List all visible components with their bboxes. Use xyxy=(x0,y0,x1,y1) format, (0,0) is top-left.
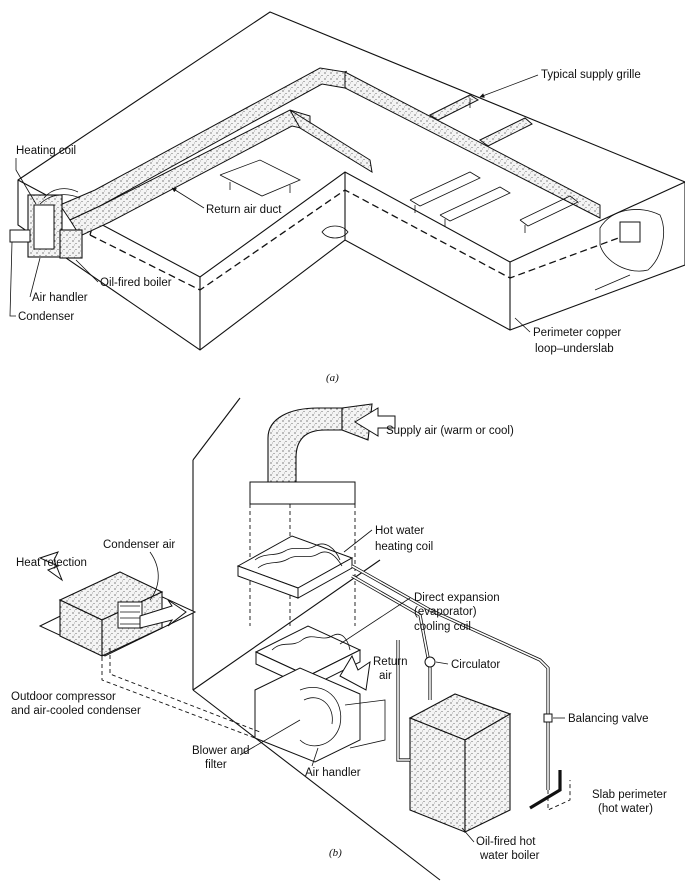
label-dx-coil-2: (evaporator) xyxy=(414,606,477,618)
exploded-guides xyxy=(249,504,356,626)
outdoor-condensing-unit xyxy=(38,551,197,657)
label-slab-perimeter-2: (hot water) xyxy=(598,803,653,815)
label-dx-coil-1: Direct expansion xyxy=(414,592,500,604)
circulator-pump xyxy=(424,656,436,668)
hot-water-piping xyxy=(351,564,562,810)
label-outdoor-unit-2: and air-cooled condenser xyxy=(11,705,141,717)
hot-water-heating-coil xyxy=(236,535,354,599)
label-return-air-2: air xyxy=(379,670,392,682)
label-condenser: Condenser xyxy=(18,311,74,323)
label-return-air-duct: Return air duct xyxy=(206,204,282,216)
supply-air-elbow xyxy=(249,403,396,505)
access-hatch xyxy=(321,225,349,239)
label-boiler-1: Oil-fired hot xyxy=(476,836,536,848)
label-slab-perimeter-1: Slab perimeter xyxy=(592,789,667,801)
supply-grille-branches xyxy=(219,98,579,233)
label-blower-2: filter xyxy=(205,759,227,771)
label-dx-coil-3: cooling coil xyxy=(414,621,471,633)
label-perimeter-loop-1: Perimeter copper xyxy=(533,327,621,339)
diagram-b: Supply air (warm or cool) Hot water heat… xyxy=(11,397,667,881)
oil-fired-boiler xyxy=(408,693,512,833)
label-hot-water-coil-2: heating coil xyxy=(375,541,433,553)
label-oil-fired-boiler: Oil-fired boiler xyxy=(100,277,172,289)
label-typical-supply-grille: Typical supply grille xyxy=(541,69,641,81)
label-air-handler: Air handler xyxy=(32,292,88,304)
refrigerant-line-2 xyxy=(109,648,261,733)
label-boiler-2: water boiler xyxy=(479,850,540,862)
caption-b: (b) xyxy=(329,847,342,859)
equipment-cluster xyxy=(9,188,83,259)
air-handler-unit xyxy=(254,654,386,763)
room-walls xyxy=(192,397,441,881)
label-supply-air: Supply air (warm or cool) xyxy=(386,425,514,437)
label-blower-1: Blower and xyxy=(192,745,250,757)
slab-perimeter-loop xyxy=(547,780,571,811)
label-air-handler-b: Air handler xyxy=(305,767,361,779)
supply-duct-main xyxy=(69,71,601,237)
label-circulator: Circulator xyxy=(451,659,500,671)
balancing-valve-body xyxy=(543,713,553,723)
wall-detail xyxy=(594,209,664,291)
label-heating-coil: Heating coil xyxy=(16,145,76,157)
refrigerant-line-1 xyxy=(101,650,256,739)
label-return-air-1: Return xyxy=(373,656,408,668)
label-perimeter-loop-2: loop–underslab xyxy=(535,343,614,355)
return-air-duct xyxy=(59,67,346,221)
perimeter-copper-loop xyxy=(89,189,642,291)
label-heat-rejection: Heat rejection xyxy=(16,557,87,569)
caption-a: (a) xyxy=(326,372,339,384)
label-outdoor-unit-1: Outdoor compressor xyxy=(11,691,116,703)
building-slab xyxy=(17,11,685,351)
label-hot-water-coil-1: Hot water xyxy=(375,525,424,537)
label-balancing-valve: Balancing valve xyxy=(568,713,649,725)
diagram-a: Typical supply grille Heating coil Retur… xyxy=(9,11,685,384)
label-condenser-air: Condenser air xyxy=(103,539,175,551)
